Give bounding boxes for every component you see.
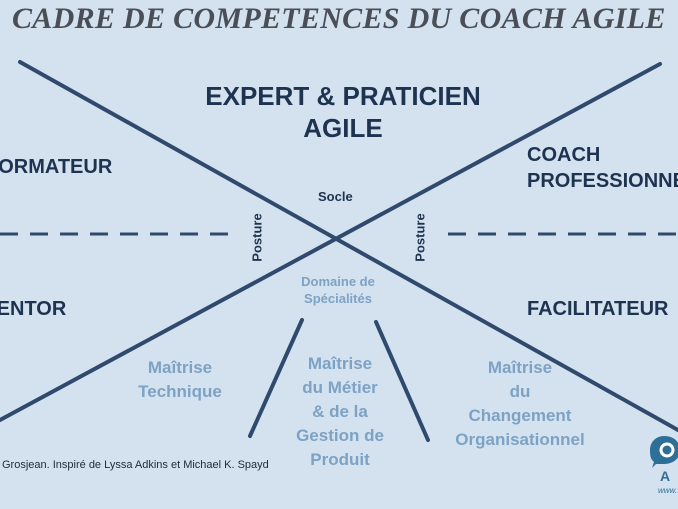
logo-url: www.: [658, 486, 678, 495]
domain-technique-line1: Maîtrise: [147, 358, 213, 377]
expert-label: EXPERT & PRATICIEN AGILE: [188, 80, 498, 144]
facilitateur-label: FACILITATEUR: [527, 298, 669, 320]
credit-text: Grosjean. Inspiré de Lyssa Adkins et Mic…: [2, 459, 269, 471]
formateur-label: FORMATEUR: [0, 156, 113, 178]
domain-technique-line2: Technique: [138, 382, 222, 401]
domain-changement-line1: Maîtrise: [487, 358, 553, 377]
domain-metier-line4: Gestion de: [296, 426, 384, 445]
domain-changement-line4: Organisationnel: [455, 430, 585, 449]
diagonal-line-up: [0, 62, 662, 422]
expert-label-line1: EXPERT & PRATICIEN: [205, 81, 481, 111]
coach-label-line1: COACH: [527, 144, 601, 166]
specialites-line2: Spécialités: [304, 291, 372, 306]
page-title: CADRE DE COMPETENCES DU COACH AGILE: [12, 2, 666, 35]
domain-changement-line2: du: [509, 382, 531, 401]
domain-metier: Maîtrise du Métier & de la Gestion de Pr…: [270, 352, 410, 472]
expert-label-line2: AGILE: [303, 113, 383, 143]
domain-changement-line3: Changement: [468, 406, 572, 425]
logo-letter: A: [660, 468, 671, 484]
specialites-label: Domaine de Spécialités: [282, 273, 394, 307]
domain-metier-line1: Maîtrise: [307, 354, 373, 373]
logo: A www.: [650, 434, 678, 495]
coach-professionnel-label: COACH PROFESSIONNEL: [527, 142, 678, 194]
speech-bubble-icon: [650, 436, 678, 468]
diagonal-line-down: [18, 60, 678, 432]
specialites-line1: Domaine de: [301, 274, 375, 289]
socle-label: Socle: [318, 189, 353, 204]
mentor-label: MENTOR: [0, 298, 67, 320]
domain-metier-line5: Produit: [310, 450, 370, 469]
domain-technique: Maîtrise Technique: [112, 356, 248, 404]
posture-right-label: Posture: [412, 213, 428, 262]
coach-label-line2: PROFESSIONNEL: [527, 170, 678, 192]
domain-metier-line3: & de la: [312, 402, 368, 421]
domain-divider-right: [374, 320, 430, 442]
domain-divider-left: [248, 318, 304, 438]
domain-metier-line2: du Métier: [302, 378, 378, 397]
posture-left-label: Posture: [249, 213, 265, 262]
domain-changement: Maîtrise du Changement Organisationnel: [438, 356, 602, 452]
